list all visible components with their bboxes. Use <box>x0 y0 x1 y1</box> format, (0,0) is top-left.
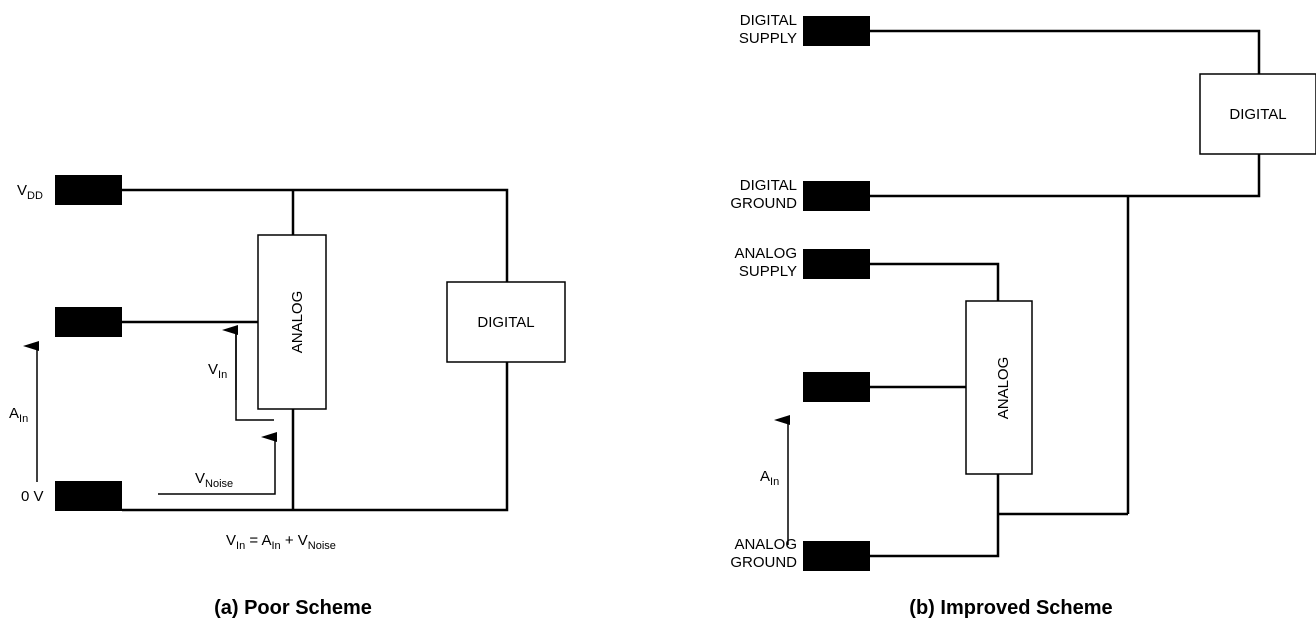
digital-block-b <box>1199 73 1316 155</box>
analog-ground-wire <box>870 474 1000 558</box>
poor-scheme: ANALOG DIGITAL VDD 0 V AIn VIn VNoise VI… <box>9 175 566 619</box>
analog-ground-pad <box>803 541 870 571</box>
caption-improved: (b) Improved Scheme <box>909 597 1112 619</box>
digital-supply-wire <box>870 29 1261 74</box>
ground-pad <box>55 481 122 511</box>
vdd-rail <box>122 188 509 282</box>
ground-rail <box>122 362 509 512</box>
analog-block-b <box>965 300 1033 475</box>
caption-poor: (a) Poor Scheme <box>214 597 372 619</box>
ain-label-b: AIn <box>760 468 779 488</box>
vnoise-label: VNoise <box>195 470 233 490</box>
analog-supply-pad <box>803 249 870 279</box>
vin-label: VIn <box>208 361 227 381</box>
input-pad <box>55 307 122 337</box>
analog-label: ANALOG <box>289 291 306 354</box>
zero-v-label: 0 V <box>21 488 44 505</box>
digital-label-b: DIGITAL <box>1229 106 1286 123</box>
analog-block <box>257 234 327 410</box>
digital-label: DIGITAL <box>477 314 534 331</box>
digital-ground-wire <box>870 154 1261 198</box>
ain-label: AIn <box>9 405 28 425</box>
vdd-pad <box>55 175 122 205</box>
vnoise-arrow <box>158 432 277 495</box>
digital-block <box>446 281 566 363</box>
vdd-label: VDD <box>17 182 43 202</box>
analog-input-pad <box>803 372 870 402</box>
analog-supply-wire <box>870 262 1000 301</box>
digital-ground-pad <box>803 181 870 211</box>
digital-supply-pad <box>803 16 870 46</box>
analog-label-b: ANALOG <box>995 357 1012 420</box>
equation: VIn = AIn + VNoise <box>226 532 336 552</box>
